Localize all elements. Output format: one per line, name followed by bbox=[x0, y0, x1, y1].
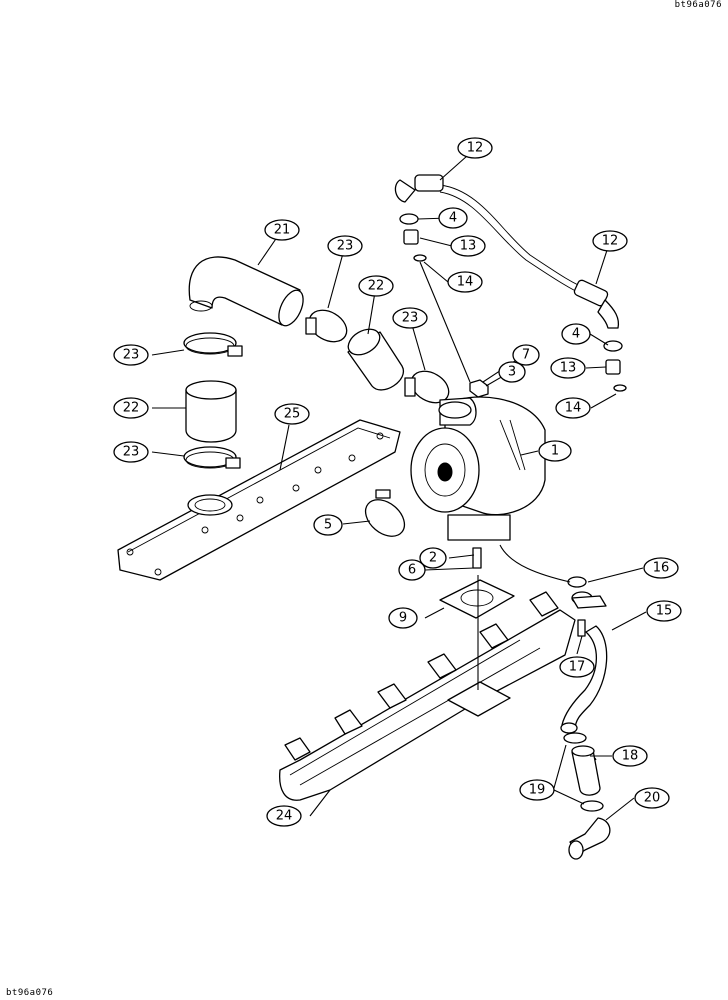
oil-supply-line bbox=[394, 174, 620, 329]
svg-text:23: 23 bbox=[337, 239, 354, 254]
svg-text:4: 4 bbox=[572, 327, 580, 342]
callout-2: 2 bbox=[419, 547, 447, 569]
oil-drain-tube bbox=[560, 625, 608, 734]
callout-3: 3 bbox=[498, 361, 526, 383]
band-clamp bbox=[364, 489, 406, 537]
svg-text:18: 18 bbox=[622, 749, 639, 764]
callout-9: 9 bbox=[388, 607, 418, 629]
stud bbox=[472, 547, 482, 569]
callout-24: 24 bbox=[266, 805, 302, 827]
washer-right bbox=[603, 340, 623, 352]
hose bbox=[571, 745, 601, 796]
callout-23-b: 23 bbox=[392, 307, 428, 329]
callout-20: 20 bbox=[634, 787, 670, 809]
callout-7: 7 bbox=[512, 344, 540, 366]
callout-15: 15 bbox=[646, 600, 682, 622]
callout-1: 1 bbox=[538, 440, 572, 462]
exhaust-manifold bbox=[279, 591, 576, 801]
svg-text:3: 3 bbox=[508, 365, 516, 380]
svg-text:19: 19 bbox=[529, 783, 546, 798]
hose-sleeve-a bbox=[185, 380, 237, 443]
svg-text:13: 13 bbox=[460, 239, 477, 254]
svg-text:25: 25 bbox=[284, 407, 301, 422]
elbow-pipe bbox=[188, 256, 304, 327]
callout-13-right: 13 bbox=[550, 357, 586, 379]
drain-gasket bbox=[567, 576, 587, 588]
callout-22-left: 22 bbox=[113, 397, 149, 419]
drain-flange bbox=[571, 591, 607, 609]
svg-text:13: 13 bbox=[560, 361, 577, 376]
svg-text:1: 1 bbox=[551, 444, 559, 459]
svg-text:16: 16 bbox=[653, 561, 670, 576]
svg-text:22: 22 bbox=[368, 279, 385, 294]
svg-text:5: 5 bbox=[324, 518, 332, 533]
callout-12-right: 12 bbox=[592, 230, 628, 252]
drain-bolt bbox=[577, 619, 586, 637]
washer-top bbox=[399, 213, 419, 225]
callout-19: 19 bbox=[519, 779, 555, 801]
svg-text:7: 7 bbox=[522, 348, 530, 363]
svg-text:12: 12 bbox=[602, 234, 619, 249]
hose-clamp-lower bbox=[580, 800, 604, 812]
svg-text:23: 23 bbox=[402, 311, 419, 326]
drawing-code-top: bt96a076 bbox=[674, 0, 722, 10]
hose-clamp-b bbox=[305, 309, 348, 343]
hose-clamp-c bbox=[404, 370, 450, 404]
callout-22-right: 22 bbox=[358, 275, 394, 297]
callout-14-top: 14 bbox=[447, 271, 483, 293]
fitting-right bbox=[605, 359, 621, 375]
svg-text:15: 15 bbox=[656, 604, 673, 619]
fitting-top bbox=[403, 229, 419, 245]
svg-text:2: 2 bbox=[429, 551, 437, 566]
flange-gasket bbox=[439, 579, 515, 619]
svg-text:23: 23 bbox=[123, 348, 140, 363]
svg-text:6: 6 bbox=[408, 563, 416, 578]
svg-text:14: 14 bbox=[565, 401, 582, 416]
svg-text:20: 20 bbox=[644, 791, 661, 806]
callout-23-a: 23 bbox=[327, 235, 363, 257]
svg-text:21: 21 bbox=[274, 223, 291, 238]
drawing-code-bottom: bt96a076 bbox=[6, 988, 54, 998]
o-ring-top bbox=[413, 254, 427, 262]
nut bbox=[469, 379, 489, 398]
callout-23-d: 23 bbox=[113, 441, 149, 463]
hose-clamp-d bbox=[183, 446, 241, 469]
callout-13-top: 13 bbox=[450, 235, 486, 257]
o-ring-right bbox=[613, 384, 627, 392]
callout-4-top: 4 bbox=[438, 207, 468, 229]
svg-text:4: 4 bbox=[449, 211, 457, 226]
svg-text:12: 12 bbox=[467, 141, 484, 156]
svg-text:23: 23 bbox=[123, 445, 140, 460]
hose-clamp-upper bbox=[563, 732, 587, 744]
callout-23-c: 23 bbox=[113, 344, 149, 366]
hose-clamp-a bbox=[183, 332, 243, 357]
svg-text:9: 9 bbox=[399, 611, 407, 626]
elbow-tube bbox=[568, 817, 611, 860]
callout-12-top: 12 bbox=[457, 137, 493, 159]
hose-sleeve-b bbox=[347, 328, 405, 391]
callout-6: 6 bbox=[398, 559, 426, 581]
callout-16: 16 bbox=[643, 557, 679, 579]
gasket-plate bbox=[117, 419, 401, 581]
svg-text:14: 14 bbox=[457, 275, 474, 290]
callout-4-right: 4 bbox=[561, 323, 591, 345]
svg-text:22: 22 bbox=[123, 401, 140, 416]
svg-text:24: 24 bbox=[276, 809, 293, 824]
callout-18: 18 bbox=[612, 745, 648, 767]
callout-14-right: 14 bbox=[555, 397, 591, 419]
callout-21: 21 bbox=[264, 219, 300, 241]
callout-17: 17 bbox=[559, 656, 595, 678]
turbocharger bbox=[410, 396, 546, 541]
callout-5: 5 bbox=[313, 514, 343, 536]
callout-25: 25 bbox=[274, 403, 310, 425]
svg-text:17: 17 bbox=[569, 660, 586, 675]
